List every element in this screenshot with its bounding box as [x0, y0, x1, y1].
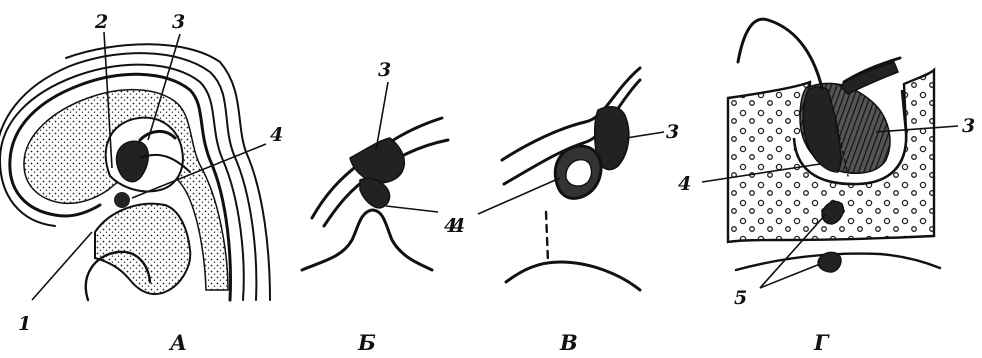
- panel-b: 3 4 Б: [302, 59, 457, 355]
- panel-d-drawing: [728, 19, 940, 272]
- leader-c-3: [626, 132, 664, 138]
- callout-a-1: 1: [18, 313, 31, 335]
- callout-d-4: 4: [678, 173, 691, 195]
- panel-b-drawing: [302, 118, 448, 270]
- callout-d-5: 5: [734, 287, 747, 309]
- callout-c-3: 3: [666, 121, 679, 143]
- callout-b-3: 3: [378, 59, 391, 81]
- panel-d: 3 4 5 Г: [678, 19, 975, 355]
- callout-a-4: 4: [270, 124, 283, 146]
- panel-a: 1 2 3 4 А: [0, 11, 283, 355]
- leader-b-4: [386, 206, 438, 212]
- callout-a-3: 3: [172, 11, 185, 33]
- callout-c-4: 4: [452, 215, 465, 237]
- panel-b-label: Б: [357, 330, 376, 355]
- callout-a-2: 2: [94, 11, 108, 33]
- panel-c-drawing: [502, 68, 640, 290]
- leader-c-4: [478, 178, 560, 214]
- leader-a-1: [32, 232, 92, 300]
- callout-d-3: 3: [962, 115, 975, 137]
- panel-a-label: А: [168, 330, 187, 355]
- panel-c: 3 4 В: [452, 68, 679, 355]
- panel-a-drawing: [0, 44, 270, 300]
- leader-d-5b: [760, 264, 820, 288]
- panel-d-label: Г: [813, 330, 830, 355]
- panel-c-label: В: [559, 330, 578, 355]
